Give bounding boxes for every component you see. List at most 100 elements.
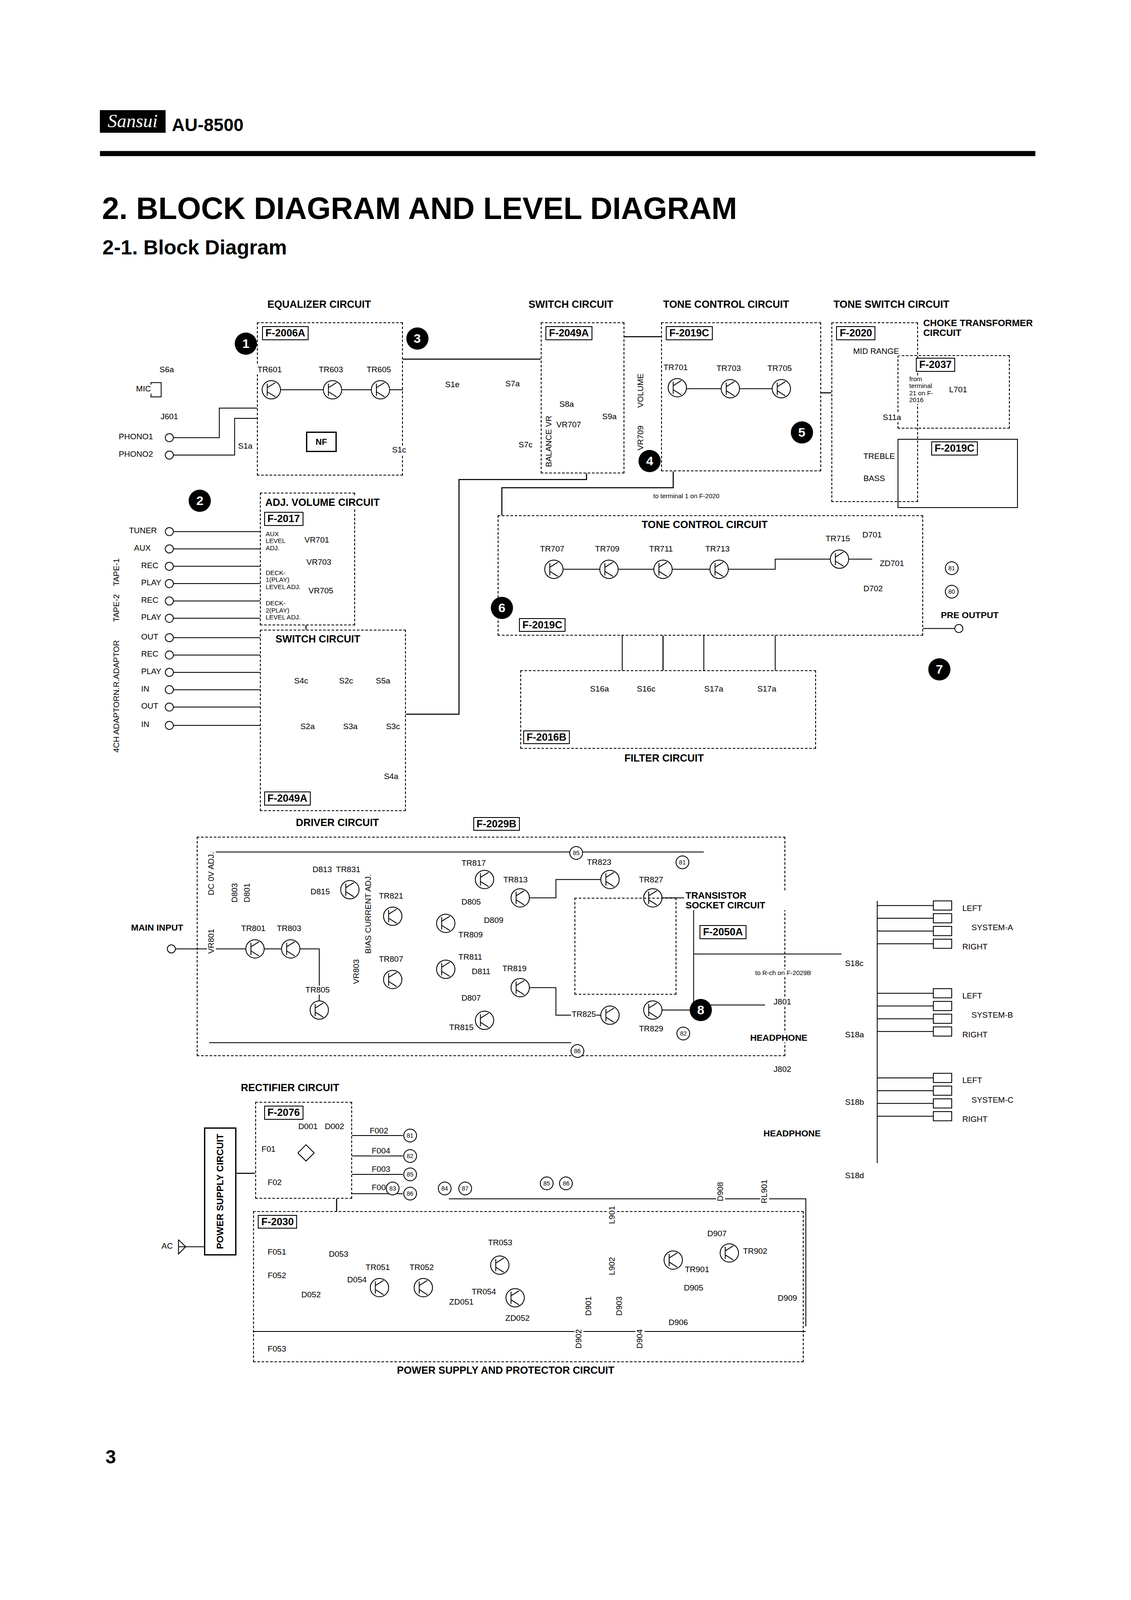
transistor-symbol — [413, 1278, 433, 1297]
vertical-label: N.R.ADAPTOR — [112, 639, 122, 696]
wire — [529, 879, 601, 898]
part-label: D001 — [297, 1122, 318, 1131]
transistor-body — [436, 959, 455, 979]
transistor-symbol — [510, 888, 530, 907]
transistor-leads — [495, 1257, 505, 1272]
vertical-label: BALANCE VR — [544, 414, 554, 467]
wire — [621, 635, 623, 671]
part-label: TR709 — [594, 544, 620, 554]
part-label: TR815 — [448, 1023, 475, 1032]
note-label: to R-ch on F-2029B — [754, 969, 812, 977]
connector-tag: 85 — [403, 1167, 417, 1181]
speaker-terminal — [933, 900, 952, 910]
jack-symbol — [165, 544, 174, 553]
part-label: L701 — [948, 385, 968, 395]
transistor-body — [667, 378, 687, 397]
transistor-leads — [549, 562, 558, 577]
connector-tag: 86 — [559, 1176, 573, 1190]
model-name: AU-8500 — [171, 115, 245, 135]
part-label: LEFT — [961, 991, 983, 1001]
callout-number: 6 — [490, 596, 514, 619]
transistor-leads — [777, 381, 786, 396]
circuit-block: EQUALIZER CIRCUITF-2006ANF — [256, 322, 403, 476]
block-title: FILTER CIRCUIT — [623, 752, 706, 764]
transistor-body — [643, 1000, 662, 1020]
transistor-leads — [714, 562, 723, 577]
part-label: TR715 — [825, 534, 851, 544]
transistor-body — [370, 1278, 389, 1297]
part-label: S16a — [589, 684, 610, 694]
signal-connector — [821, 392, 832, 394]
wire — [728, 559, 831, 570]
transistor-symbol — [475, 1010, 494, 1029]
transistor-leads — [480, 1012, 489, 1027]
transistor-leads — [835, 551, 844, 566]
callout-number: 5 — [790, 421, 814, 444]
block-title: TONE SWITCH CIRCUIT — [832, 298, 951, 310]
vertical-label: VR709 — [636, 425, 646, 451]
wire — [280, 389, 324, 391]
wire — [877, 1030, 933, 1032]
speaker-terminal — [933, 1001, 952, 1011]
part-label: D002 — [324, 1122, 345, 1131]
transistor-leads — [648, 1002, 657, 1017]
block-title: SWITCH CIRCUIT — [274, 633, 362, 645]
part-label: PLAY — [140, 578, 162, 588]
board-number: F-2016B — [523, 730, 570, 744]
part-label: IN — [140, 684, 150, 694]
jack-symbol — [165, 596, 174, 605]
transistor-symbol — [436, 959, 455, 979]
connector-tag: 83 — [385, 1181, 400, 1196]
part-label: TR901 — [684, 1265, 710, 1274]
vertical-label: D803 — [230, 882, 240, 903]
board-number: F-2020 — [836, 326, 876, 340]
board-number: F-2030 — [257, 1214, 298, 1229]
connector-tag: 86 — [403, 1186, 417, 1201]
transistor-leads — [515, 980, 525, 995]
part-label: S18b — [844, 1097, 865, 1107]
part-label: TR603 — [318, 365, 344, 375]
callout-number: 8 — [689, 998, 712, 1021]
block-title: RECTIFIER CIRCUIT — [239, 1081, 341, 1094]
transistor-leads — [606, 871, 615, 887]
connector-tag: 85 — [539, 1176, 554, 1190]
part-label: J601 — [160, 412, 179, 422]
transistor-leads — [606, 1007, 615, 1022]
circuit-block: F-2019C — [897, 438, 1018, 509]
part-label: ZD701 — [879, 559, 905, 569]
wire — [877, 917, 933, 919]
part-label: TR817 — [460, 858, 487, 868]
part-label: TR827 — [638, 875, 664, 885]
board-number: NF — [314, 437, 329, 447]
part-label: AC — [161, 1241, 174, 1251]
part-label: PHONO1 — [118, 432, 154, 442]
transistor-body — [490, 1255, 510, 1274]
part-label: TREBLE — [862, 451, 896, 461]
mic-jack-symbol — [151, 382, 162, 397]
vertical-label: D908 — [716, 1181, 726, 1202]
transistor-body — [475, 1010, 494, 1029]
board-number: F-2006A — [262, 326, 309, 340]
transistor-body — [653, 559, 673, 579]
part-label: S3a — [342, 722, 359, 732]
vertical-label: D901 — [584, 1295, 594, 1316]
transistor-symbol — [371, 380, 390, 399]
transistor-body — [262, 380, 281, 399]
part-label: SYSTEM-A — [970, 923, 1014, 933]
part-label: S1a — [237, 441, 254, 451]
part-label: RIGHT — [961, 942, 989, 952]
speaker-terminal — [933, 1098, 952, 1108]
jack-symbol — [165, 450, 174, 459]
transistor-body — [599, 559, 618, 579]
transistor-body — [772, 379, 791, 398]
wire — [877, 1017, 933, 1019]
wire — [877, 1005, 933, 1007]
part-label: S1e — [444, 380, 461, 390]
terminal-label: MAIN INPUT — [130, 922, 184, 933]
connector-tag: 82 — [676, 1026, 691, 1041]
transistor-symbol — [245, 939, 265, 958]
transistor-leads — [388, 908, 397, 923]
wire — [774, 635, 776, 671]
wire — [173, 724, 260, 726]
